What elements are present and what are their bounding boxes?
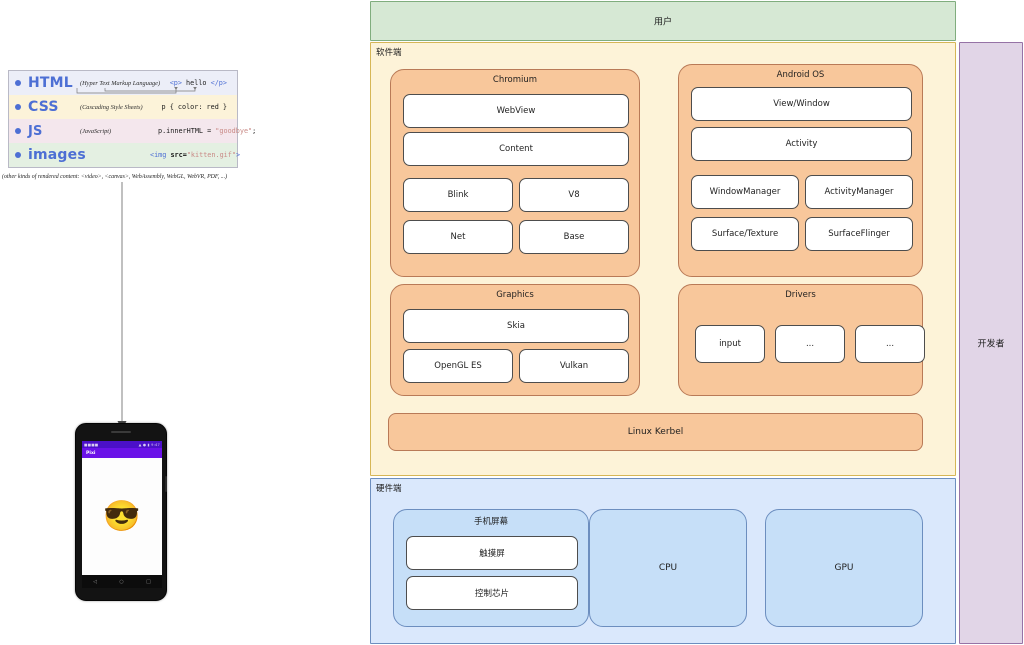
cell-base: Base bbox=[519, 220, 629, 254]
cell-touchscreen: 触摸屏 bbox=[406, 536, 578, 570]
legend-row-images: images <img src="kitten.gif"> bbox=[9, 143, 240, 167]
legend-code-sample: p.innerHTML = "goodbye"; bbox=[158, 127, 257, 135]
cell-content: Content bbox=[403, 132, 629, 166]
legend-code-sample: p { color: red } bbox=[161, 103, 227, 111]
band-hardware-label: 硬件端 bbox=[376, 484, 402, 494]
band-software-label: 软件端 bbox=[376, 48, 402, 58]
status-bar-left: ■■■■ bbox=[84, 442, 99, 447]
nav-back-icon[interactable]: ◁ bbox=[93, 578, 98, 585]
legend-tech-fullname: (Hyper Text Markup Language) bbox=[80, 79, 161, 87]
cell-activitymanager: ActivityManager bbox=[805, 175, 913, 209]
group-graphics: Graphics Skia OpenGL ES Vulkan bbox=[390, 284, 640, 396]
group-android-os: Android OS View/Window Activity WindowMa… bbox=[678, 64, 923, 277]
cell-driver-other-2: ... bbox=[855, 325, 925, 363]
phone-speaker-grille bbox=[111, 431, 131, 433]
group-gpu: GPU bbox=[765, 509, 923, 627]
legend-row-html: HTML (Hyper Text Markup Language) <p> he… bbox=[9, 71, 237, 95]
group-linux-kernel-title: Linux Kerbel bbox=[627, 427, 684, 437]
phone-navigation-bar: ◁ ○ □ bbox=[82, 575, 162, 588]
cell-blink: Blink bbox=[403, 178, 513, 212]
group-drivers-title: Drivers bbox=[785, 290, 816, 300]
band-developer-label: 开发者 bbox=[977, 339, 1005, 350]
band-developer: 开发者 bbox=[959, 42, 1023, 644]
cell-webview: WebView bbox=[403, 94, 629, 128]
group-drivers: Drivers input ... ... bbox=[678, 284, 925, 396]
cell-skia: Skia bbox=[403, 309, 629, 343]
cell-surfaceflinger: SurfaceFlinger bbox=[805, 217, 913, 251]
cell-opengl-es: OpenGL ES bbox=[403, 349, 513, 383]
cell-control-chip: 控制芯片 bbox=[406, 576, 578, 610]
phone-screen: ■■■■ ▲ ● ▮ 9:47 Pixi 😎 bbox=[82, 441, 162, 575]
bullet-icon bbox=[15, 104, 21, 110]
cell-v8: V8 bbox=[519, 178, 629, 212]
band-user: 用户 bbox=[370, 1, 956, 41]
cell-driver-other-1: ... bbox=[775, 325, 845, 363]
group-chromium-title: Chromium bbox=[492, 75, 538, 85]
legend-tech-fullname: (Cascading Style Sheets) bbox=[80, 103, 143, 111]
app-title: Pixi bbox=[86, 450, 96, 456]
cell-surface-texture: Surface/Texture bbox=[691, 217, 799, 251]
nav-recents-icon[interactable]: □ bbox=[146, 578, 151, 585]
band-software: 软件端 Chromium WebView Content Blink V8 Ne… bbox=[370, 42, 956, 476]
phone-content-area: 😎 bbox=[82, 458, 162, 575]
nav-home-icon[interactable]: ○ bbox=[119, 578, 124, 585]
cell-net: Net bbox=[403, 220, 513, 254]
group-cpu: CPU bbox=[589, 509, 747, 627]
legend-row-js: JS (JavaScript) p.innerHTML = "goodbye"; bbox=[9, 119, 256, 143]
group-graphics-title: Graphics bbox=[496, 290, 534, 300]
cell-view-window: View/Window bbox=[691, 87, 912, 121]
legend-row-css: CSS (Cascading Style Sheets) p { color: … bbox=[9, 95, 237, 119]
cell-vulkan: Vulkan bbox=[519, 349, 629, 383]
bullet-icon bbox=[15, 128, 21, 134]
group-phone-screen: 手机屏幕 触摸屏 控制芯片 bbox=[393, 509, 589, 627]
legend-tech-name: JS bbox=[28, 123, 43, 139]
group-android-os-title: Android OS bbox=[776, 70, 825, 80]
cell-activity: Activity bbox=[691, 127, 912, 161]
phone-mockup: ■■■■ ▲ ● ▮ 9:47 Pixi 😎 ◁ ○ □ bbox=[75, 423, 167, 601]
group-phone-screen-title: 手机屏幕 bbox=[473, 517, 508, 527]
group-gpu-title: GPU bbox=[834, 563, 854, 573]
band-hardware: 硬件端 手机屏幕 触摸屏 控制芯片 CPU GPU bbox=[370, 478, 956, 644]
legend-tech-name: images bbox=[28, 147, 86, 163]
group-chromium: Chromium WebView Content Blink V8 Net Ba… bbox=[390, 69, 640, 277]
legend-tech-name: HTML bbox=[28, 75, 73, 91]
sunglasses-emoji-icon: 😎 bbox=[103, 499, 141, 533]
phone-power-button[interactable] bbox=[165, 476, 167, 492]
bullet-icon bbox=[15, 80, 21, 86]
web-technologies-legend: HTML (Hyper Text Markup Language) <p> he… bbox=[8, 70, 256, 168]
group-linux-kernel: Linux Kerbel bbox=[388, 413, 923, 451]
phone-status-bar: ■■■■ ▲ ● ▮ 9:47 bbox=[82, 441, 162, 448]
phone-app-bar: Pixi bbox=[82, 448, 162, 458]
legend-tech-fullname: (JavaScript) bbox=[80, 127, 112, 135]
architecture-diagram: 用户 开发者 软件端 Chromium WebView Content Blin… bbox=[370, 0, 1024, 645]
legend-code-sample: <p> hello </p> bbox=[169, 79, 227, 87]
band-user-label: 用户 bbox=[653, 17, 672, 28]
legend-footnote: (other kinds of rendered content: <video… bbox=[2, 174, 228, 180]
status-bar-right: ▲ ● ▮ 9:47 bbox=[138, 442, 160, 447]
cell-driver-input: input bbox=[695, 325, 765, 363]
legend-code-sample: <img src="kitten.gif"> bbox=[150, 151, 241, 159]
group-cpu-title: CPU bbox=[658, 563, 678, 573]
cell-windowmanager: WindowManager bbox=[691, 175, 799, 209]
bullet-icon bbox=[15, 152, 21, 158]
legend-tech-name: CSS bbox=[28, 99, 59, 115]
flow-arrow-down bbox=[117, 182, 127, 430]
